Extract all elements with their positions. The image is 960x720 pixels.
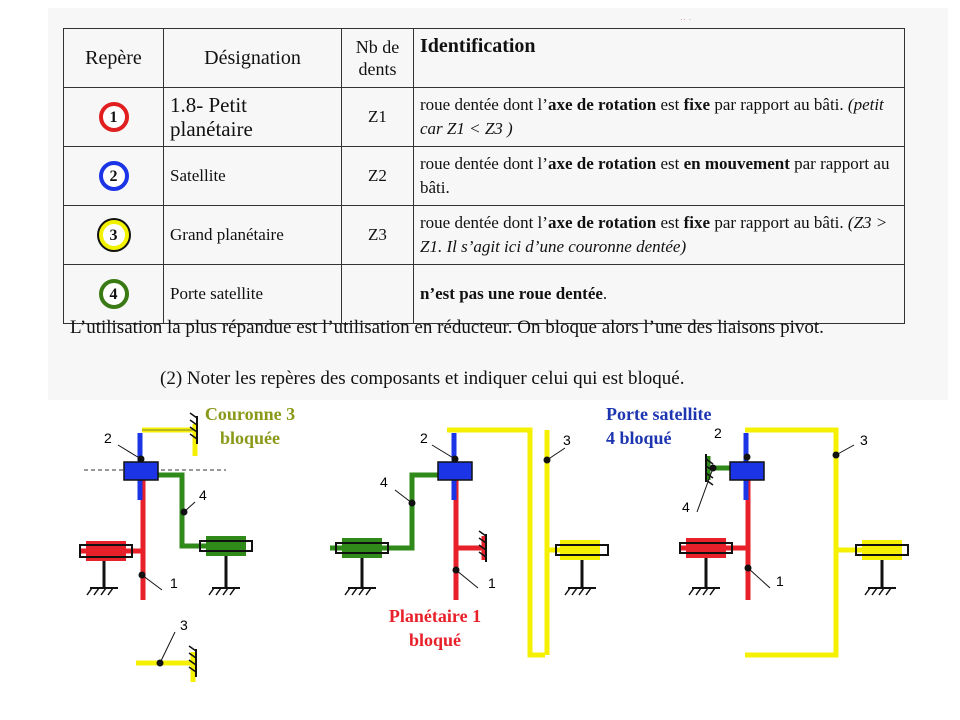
designation-cell: Grand planétaire: [163, 205, 342, 265]
paragraph-text: L’utilisation la plus répandue est l’uti…: [70, 317, 824, 338]
label-2-right: 2: [714, 425, 722, 441]
nb-dents-cell: Z1: [341, 87, 414, 147]
label-1-right: 1: [776, 573, 784, 589]
nb-dents-cell: Z2: [341, 146, 414, 206]
repere-badge-2: 2: [98, 161, 129, 191]
label-3-left: 3: [180, 617, 188, 633]
designation-cell: Porte satellite: [163, 264, 342, 324]
couronne-3-left: [142, 412, 198, 456]
couronne-3-middle: [447, 427, 609, 658]
scan-marks: ·· ·: [680, 14, 692, 24]
couronne-3-right: [745, 427, 909, 658]
satellite-2-right: [729, 433, 765, 500]
label-1-middle: 1: [488, 575, 496, 591]
label-4-right: 4: [682, 499, 690, 515]
label-2-middle: 2: [420, 430, 428, 446]
repere-badge-1: 1: [98, 102, 129, 132]
table-row: 4 Porte satellite n’est pas une roue den…: [63, 264, 905, 324]
couronne-3-detached: [136, 631, 197, 682]
label-4-middle: 4: [380, 474, 388, 490]
label-3-middle: 3: [563, 432, 571, 448]
identification-cell: n’est pas une roue dentée.: [413, 264, 905, 324]
diagram-middle: 2 3 4 1: [330, 427, 609, 658]
planetaire-1-right: [679, 480, 751, 600]
header-identification: Identification: [413, 28, 905, 88]
identification-cell: roue dentée dont l’axe de rotation est f…: [413, 205, 905, 265]
kinematic-diagrams: 2 4 1 3: [79, 412, 909, 682]
diagram-left: 2 4 1 3: [79, 412, 253, 682]
identification-cell: roue dentée dont l’axe de rotation est e…: [413, 146, 905, 206]
designation-cell: 1.8- Petit planétaire: [163, 87, 342, 147]
label-4-left: 4: [199, 487, 207, 503]
identification-cell: roue dentée dont l’axe de rotation est f…: [413, 87, 905, 147]
table-row: 1 1.8- Petit planétaire Z1 roue dentée d…: [63, 87, 905, 147]
table-row: 3 Grand planétaire Z3 roue dentée dont l…: [63, 205, 905, 265]
designation-cell: Satellite: [163, 146, 342, 206]
components-table: Repère Désignation Nb de dents Identific…: [63, 28, 905, 324]
diagram-right: 2 3 4 1: [679, 425, 909, 658]
header-repere: Repère: [63, 28, 164, 88]
satellite-2-left: [123, 433, 159, 500]
repere-badge-4: 4: [98, 279, 129, 309]
label-1-left: 1: [170, 575, 178, 591]
nb-dents-cell: [341, 264, 414, 324]
header-nb-dents: Nb de dents: [341, 28, 414, 88]
instruction-text: (2) Noter les repères des composants et …: [160, 368, 685, 389]
repere-badge-3: 3: [98, 220, 129, 250]
label-2-left: 2: [104, 430, 112, 446]
label-3-right: 3: [860, 432, 868, 448]
planetaire-1-left: [79, 480, 146, 600]
table-row: 2 Satellite Z2 roue dentée dont l’axe de…: [63, 146, 905, 206]
table-header-row: Repère Désignation Nb de dents Identific…: [63, 28, 905, 88]
porte-satellite-4-left: [128, 472, 253, 596]
header-designation: Désignation: [163, 28, 342, 88]
porte-satellite-4-middle: [330, 472, 450, 596]
satellite-2-middle: [437, 433, 473, 500]
nb-dents-cell: Z3: [341, 205, 414, 265]
